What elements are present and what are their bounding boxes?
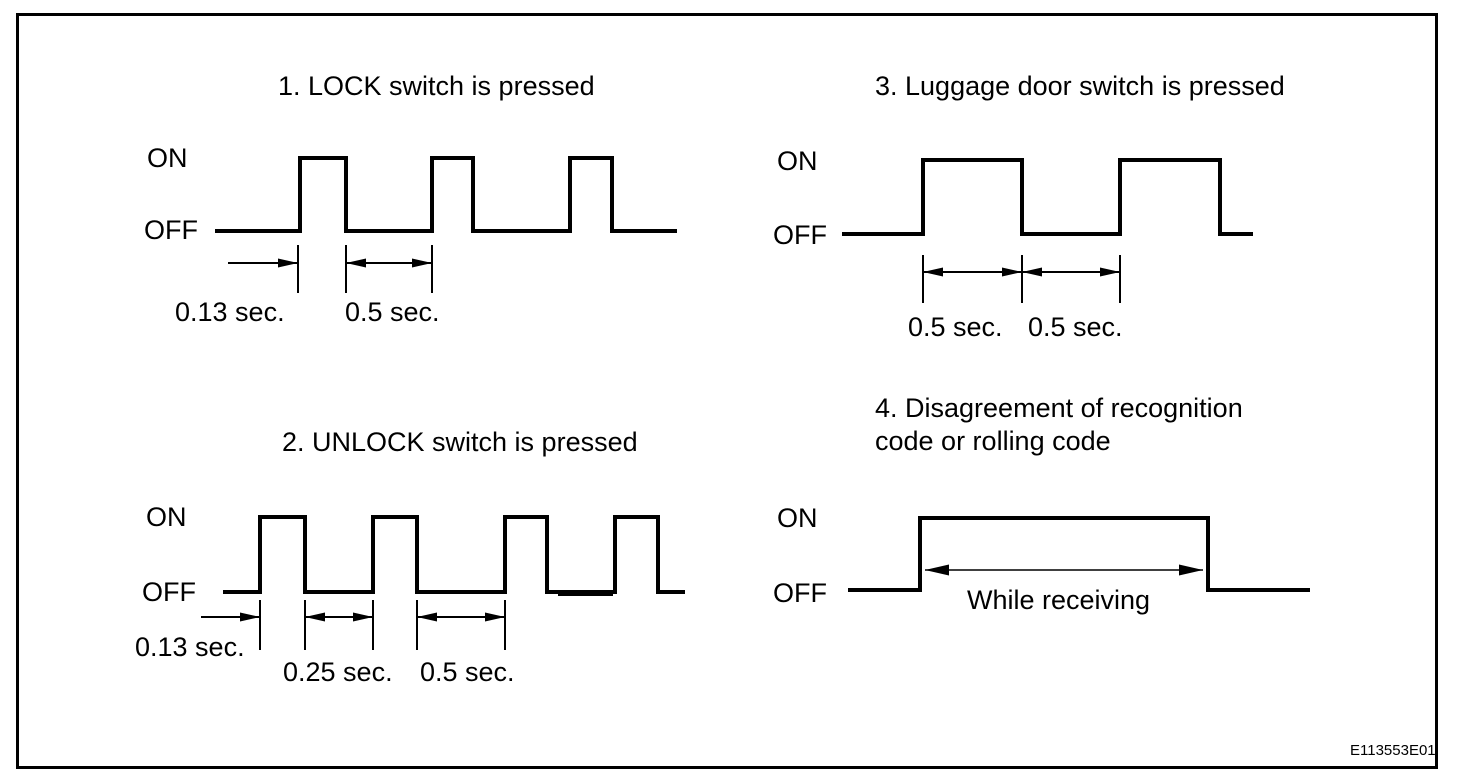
- panel2-title: 2. UNLOCK switch is pressed: [282, 427, 638, 457]
- panel4-on-label: ON: [777, 503, 818, 533]
- figure-border: [16, 13, 1438, 769]
- panel4-off-label: OFF: [773, 578, 827, 608]
- timing-label: 0.13 sec.: [135, 632, 245, 662]
- arrowhead-right-icon: [240, 612, 260, 622]
- waveform-line-panel1: [215, 156, 677, 233]
- arrowhead-right-icon: [278, 258, 298, 268]
- panel3-on-label: ON: [777, 146, 818, 176]
- panel4-title-line2: code or rolling code: [875, 426, 1111, 456]
- panel4-title-line1: 4. Disagreement of recognition: [875, 393, 1243, 423]
- arrowhead-right-icon: [353, 612, 373, 622]
- panel1-off-label: OFF: [144, 215, 198, 245]
- arrowhead-right-icon: [1179, 564, 1203, 576]
- timing-label: 0.5 sec.: [908, 312, 1003, 342]
- panel3-off-label: OFF: [773, 220, 827, 250]
- arrowhead-right-icon: [1100, 267, 1120, 277]
- arrowhead-right-icon: [412, 258, 432, 268]
- waveform-line-panel2: [223, 515, 685, 594]
- waveform-line-panel4: [848, 516, 1310, 592]
- arrowhead-right-icon: [1002, 267, 1022, 277]
- panel2-on-label: ON: [146, 502, 187, 532]
- timing-label: 0.5 sec.: [1028, 312, 1123, 342]
- waveform-line-panel3: [842, 158, 1253, 236]
- arrowhead-left-icon: [346, 258, 366, 268]
- panel1-title: 1. LOCK switch is pressed: [278, 71, 595, 101]
- panel2-off-label: OFF: [142, 577, 196, 607]
- panel4-title: 4. Disagreement of recognition code or r…: [875, 392, 1243, 458]
- arrowhead-left-icon: [305, 612, 325, 622]
- timing-label: 0.25 sec.: [283, 657, 393, 687]
- arrowhead-left-icon: [1022, 267, 1042, 277]
- arrowhead-left-icon: [417, 612, 437, 622]
- timing-label: 0.13 sec.: [175, 297, 285, 327]
- panel3-title: 3. Luggage door switch is pressed: [875, 71, 1285, 101]
- arrowhead-left-icon: [925, 564, 949, 576]
- arrowhead-right-icon: [485, 612, 505, 622]
- panel1-on-label: ON: [147, 143, 188, 173]
- timing-label: 0.5 sec.: [345, 297, 440, 327]
- figure-code: E113553E01: [1350, 742, 1436, 759]
- timing-label: 0.5 sec.: [420, 657, 515, 687]
- arrowhead-left-icon: [923, 267, 943, 277]
- while-receiving-label: While receiving: [967, 585, 1151, 615]
